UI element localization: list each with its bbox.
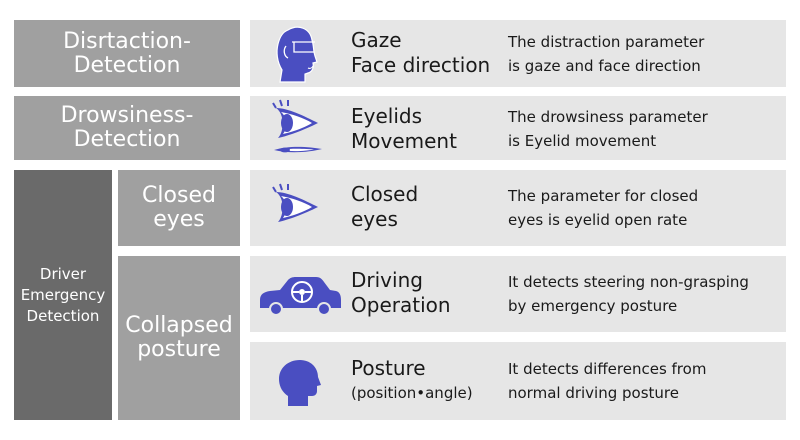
subcategory-label: Collapsed — [125, 313, 233, 338]
category-label: Disrtaction- — [63, 28, 191, 54]
parameter-label: Eyelids Movement — [351, 104, 457, 153]
description-text: It detects differences from normal drivi… — [508, 360, 707, 402]
eye-icon — [272, 183, 318, 222]
category-label: Detection — [73, 127, 181, 152]
row-closed-eyes: Closed eyes The parameter for closed eye… — [250, 170, 786, 246]
row-gaze: Gaze Face direction The distraction para… — [250, 20, 786, 87]
face-profile-icon — [276, 26, 318, 83]
category-label: Emergency — [20, 285, 106, 304]
category-label: Drowsiness- — [60, 103, 194, 128]
description-text: The distraction parameter is gaze and fa… — [508, 33, 705, 75]
category-label: Detection — [73, 52, 181, 78]
subcategory-label: posture — [137, 337, 221, 362]
row-driving-operation: Driving Operation It detects steering no… — [250, 256, 786, 332]
subcategory-label: Closed — [142, 183, 216, 208]
description-text: The parameter for closed eyes is eyelid … — [508, 187, 699, 229]
description-text: It detects steering non-grasping by emer… — [508, 273, 749, 315]
parameter-label: Gaze Face direction — [351, 28, 491, 77]
category-label: Driver — [39, 264, 87, 283]
category-driver-emergency-detection: Driver Emergency Detection — [14, 170, 112, 420]
parameter-label: Driving Operation — [351, 268, 451, 317]
subcategory-label: eyes — [153, 207, 205, 232]
parameter-label: Posture (position•angle) — [351, 356, 473, 402]
category-distraction-detection: Disrtaction- Detection — [14, 20, 240, 87]
row-posture: Posture (position•angle) It detects diff… — [250, 342, 786, 420]
head-silhouette-icon — [279, 360, 321, 406]
eyelid-movement-icon — [272, 99, 322, 153]
parameter-label: Closed eyes — [351, 182, 419, 231]
subcategory-closed-eyes: Closed eyes — [118, 170, 240, 246]
category-drowsiness-detection: Drowsiness- Detection — [14, 96, 240, 160]
subcategory-collapsed-posture: Collapsed posture — [118, 256, 240, 420]
row-eyelids: Eyelids Movement The drowsiness paramete… — [250, 96, 786, 160]
description-text: The drowsiness parameter is Eyelid movem… — [508, 108, 708, 150]
car-steering-icon — [260, 277, 341, 316]
category-label: Detection — [26, 306, 100, 325]
